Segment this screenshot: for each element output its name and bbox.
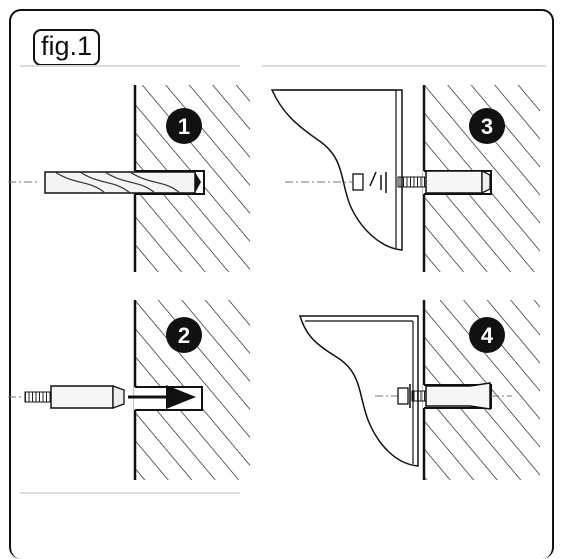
drill-flutes [54, 171, 181, 194]
step-1-badge [166, 108, 202, 144]
drill-bit [44, 171, 196, 194]
nut [397, 387, 409, 405]
anchor-cone [112, 385, 125, 409]
step-1-number: 1 [178, 114, 190, 139]
step-2-number: 2 [178, 323, 190, 348]
step-4-tightened: 4 [298, 300, 540, 480]
cabinet-side-panel [270, 89, 403, 251]
cabinet-side-panel [298, 315, 419, 467]
anchor-sleeve [425, 170, 483, 194]
step-2-badge [166, 317, 202, 353]
step-3-number: 3 [481, 114, 493, 139]
anchor-cone [481, 169, 491, 195]
hole-outline [135, 170, 205, 195]
step-1-drilling: 1 [8, 85, 250, 272]
spring-washer [369, 171, 377, 187]
step-2-inserting-anchor: 2 [8, 300, 250, 480]
expanded-anchor-sleeve [425, 382, 491, 410]
anchor-bolt-thread [411, 390, 427, 402]
anchor-sleeve [50, 385, 114, 409]
step-4-badge [469, 317, 505, 353]
drill-tip [195, 172, 201, 193]
step-3-attaching-bracket: 3 [270, 85, 540, 272]
nut [352, 173, 364, 191]
figure-label: fig.1 [33, 29, 101, 66]
anchor-bolt-thread [24, 391, 52, 403]
step-3-badge [469, 108, 505, 144]
figure-frame [9, 9, 554, 559]
anchor-bolt-thread [397, 176, 427, 188]
step-4-number: 4 [481, 323, 494, 348]
